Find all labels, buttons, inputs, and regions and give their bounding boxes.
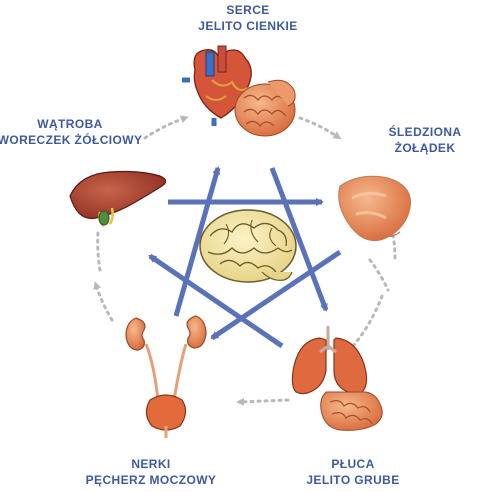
label-bottom-left-line1: NERKI [131, 457, 170, 471]
label-top: SERCE JELITO CIENKIE [198, 3, 297, 33]
label-right-line1: ŚLEDZIONA [389, 124, 462, 139]
label-top-line2: JELITO CIENKIE [198, 19, 297, 33]
label-bottom-right-line1: PŁUCA [331, 457, 374, 471]
cycle-arc-right [345, 258, 390, 355]
cycle-arc-bottom [236, 397, 290, 406]
label-right-line2: ŻOŁĄDEK [395, 140, 456, 155]
brain-icon [199, 209, 297, 283]
star-arrow-right-to-bottom-left [210, 249, 342, 341]
lungs-icon [291, 326, 368, 395]
star-arrow-top-to-bottom-right [269, 167, 329, 312]
label-left-line1: WĄTROBA [37, 117, 102, 131]
cycle-dots-left-lower [96, 230, 102, 272]
label-bottom-left: NERKI PĘCHERZ MOCZOWY [86, 457, 217, 487]
cycle-arc-top-left [143, 115, 189, 140]
liver-icon [69, 170, 167, 228]
star-arrow-bottom-left-to-top [173, 166, 221, 317]
spleen-stomach-icon [338, 175, 412, 242]
small-intestine-icon [234, 79, 296, 137]
label-top-line1: SERCE [226, 3, 269, 17]
star-arrow-bottom-right-to-left [148, 253, 284, 349]
controlling-star [148, 166, 342, 349]
large-intestine-icon [320, 391, 383, 431]
label-right: ŚLEDZIONA ŻOŁĄDEK [389, 124, 462, 155]
cycle-arc-left [93, 281, 114, 322]
label-bottom-left-line2: PĘCHERZ MOCZOWY [86, 473, 217, 487]
label-left-line2: WORECZEK ŻÓŁCIOWY [0, 132, 142, 147]
label-bottom-right: PŁUCA JELITO GRUBE [306, 457, 399, 487]
label-bottom-right-line2: JELITO GRUBE [306, 473, 399, 487]
label-left: WĄTROBA WORECZEK ŻÓŁCIOWY [0, 117, 142, 147]
cycle-arc-top-right [298, 116, 342, 140]
kidneys-bladder-icon [125, 315, 207, 438]
